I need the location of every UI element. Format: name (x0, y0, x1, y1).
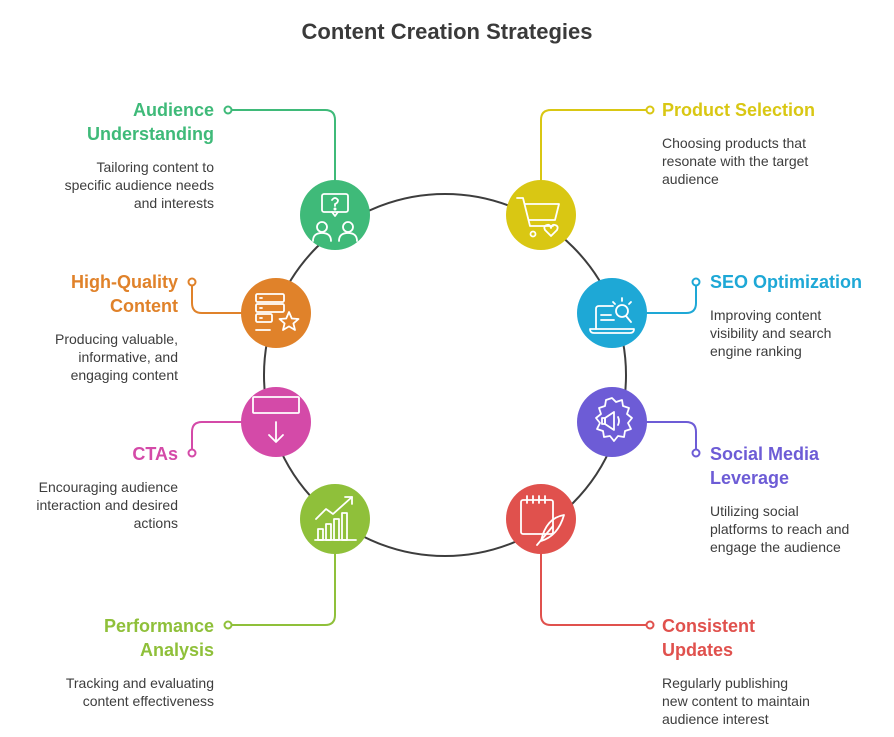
laptop-search-icon (589, 297, 635, 334)
connector-performance (228, 547, 336, 626)
seo-title: SEO Optimization (710, 272, 863, 292)
node-product (506, 180, 576, 250)
connector-updates (540, 547, 650, 626)
notepad-quill-icon (520, 495, 565, 546)
list-star-icon (255, 293, 300, 331)
product-title: Product Selection (662, 100, 816, 120)
connector-quality (191, 282, 244, 314)
bar-chart-trend-icon (314, 496, 357, 541)
node-seo (577, 278, 647, 348)
connector-dot-ctas (187, 448, 197, 458)
node-social (577, 387, 647, 457)
audience-question-icon (312, 193, 358, 242)
cart-heart-icon (516, 197, 560, 238)
node-quality (241, 278, 311, 348)
connector-dot-seo (691, 277, 701, 287)
connector-dot-social (691, 448, 701, 458)
connector-dot-performance (223, 620, 233, 630)
node-updates (506, 484, 576, 554)
connector-ctas (191, 421, 244, 453)
connector-dot-updates (645, 620, 655, 630)
ctas-title: CTAs (132, 444, 178, 464)
connector-social (644, 421, 697, 453)
page-title: Content Creation Strategies (301, 19, 593, 44)
connector-seo (644, 282, 697, 314)
connector-product (540, 109, 650, 187)
central-ring (263, 193, 627, 557)
connector-dot-audience (223, 105, 233, 115)
connector-audience (228, 109, 336, 187)
connector-dot-quality (187, 277, 197, 287)
banner-arrow-icon (252, 396, 300, 443)
megaphone-gear-icon (595, 397, 633, 442)
connector-dot-product (645, 105, 655, 115)
